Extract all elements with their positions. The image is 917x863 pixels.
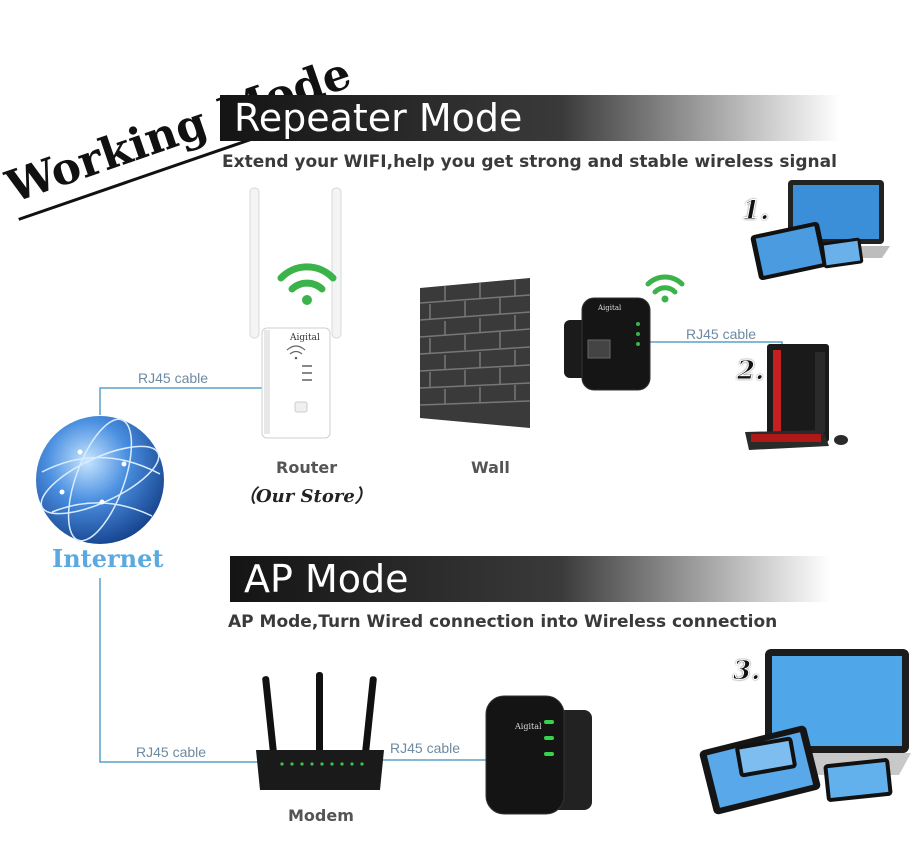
cable-label-modem: RJ45 cable	[136, 744, 207, 760]
cable-label-ap: RJ45 cable	[390, 740, 461, 756]
internet-globe-icon	[36, 416, 164, 544]
repeater-mode-banner: Repeater Mode	[220, 95, 840, 141]
ap-mode-banner: AP Mode	[230, 556, 830, 602]
repeater-mode-banner-text: Repeater Mode	[234, 96, 523, 140]
brick-wall-image	[419, 278, 531, 428]
internet-label: Internet	[52, 544, 164, 573]
modem-image	[256, 672, 384, 790]
laptop-tablet-image-3	[699, 649, 911, 815]
extender-image-ap	[485, 695, 592, 815]
cable-label-router: RJ45 cable	[138, 370, 209, 386]
wall-label: Wall	[471, 458, 510, 477]
number-2: 2.	[736, 356, 765, 387]
store-label: （Our Store）	[238, 486, 373, 507]
extender-brand-ap: Aigital	[515, 722, 542, 731]
extender-brand-repeater: Aigital	[598, 304, 622, 312]
desktop-pc-image	[745, 344, 848, 450]
ap-mode-banner-text: AP Mode	[244, 557, 409, 601]
wifi-small-icon	[645, 274, 685, 303]
extender-image-repeater	[564, 297, 651, 391]
number-3: 3.	[732, 656, 761, 687]
cable-label-pc: RJ45 cable	[686, 326, 757, 342]
repeater-subtitle: Extend your WIFI,help you get strong and…	[222, 152, 837, 172]
ap-subtitle: AP Mode,Turn Wired connection into Wirel…	[228, 612, 778, 632]
router-label: Router	[276, 458, 338, 477]
wifi-icon	[277, 263, 337, 305]
number-1: 1.	[741, 196, 770, 227]
laptop-tablet-image-1	[750, 180, 890, 281]
router-image	[249, 187, 342, 439]
cable-internet-modem	[99, 578, 262, 763]
router-brand: Aigital	[290, 333, 320, 343]
cable-router-internet	[99, 387, 262, 415]
modem-label: Modem	[288, 806, 354, 825]
